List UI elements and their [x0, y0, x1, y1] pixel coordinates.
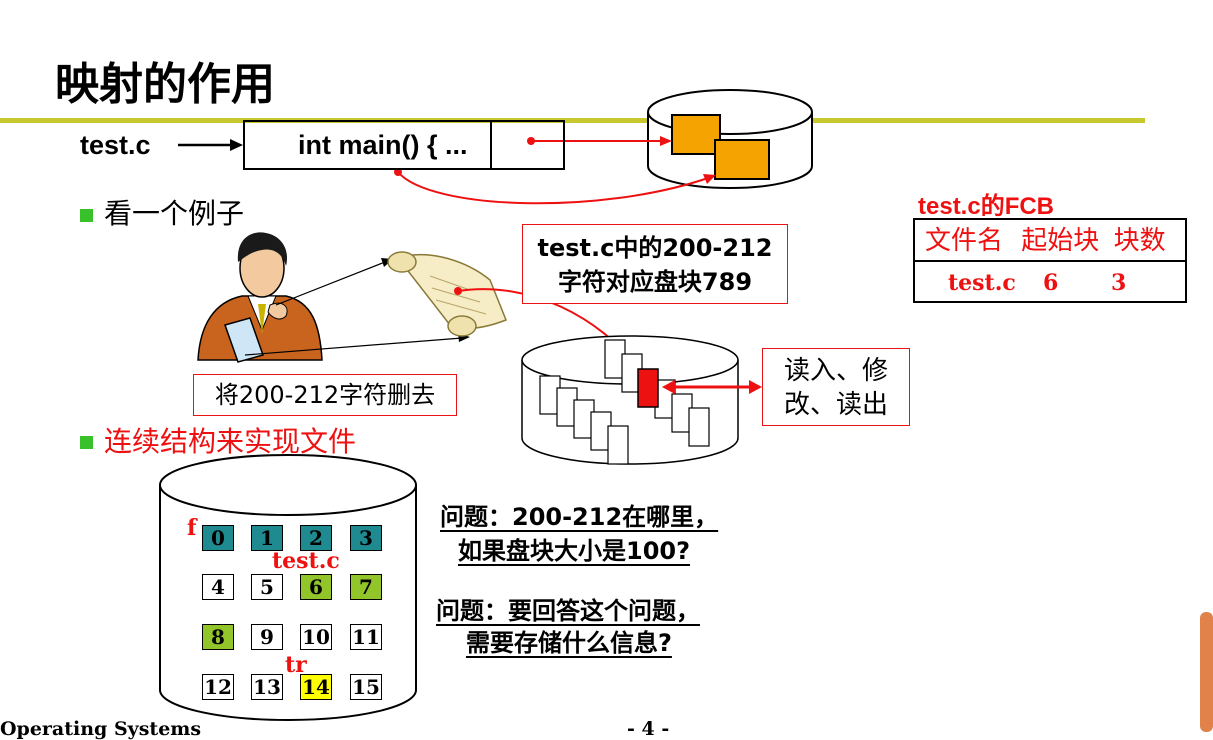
note-line-2: 字符对应盘块789: [557, 268, 753, 296]
orange-block-1: [671, 114, 721, 155]
bullet-text-example: 看一个例子: [104, 197, 245, 230]
disk-block: 14: [300, 674, 332, 700]
bullet-square: [80, 209, 93, 222]
disk-block: 15: [350, 674, 382, 700]
mapping-note-box: test.c中的200-212 字符对应盘块789: [522, 224, 788, 304]
question-2-line-1: 问题：要回答这个问题，: [436, 597, 700, 625]
disk-block: 1: [251, 525, 283, 551]
orange-block-2: [714, 139, 770, 180]
fcb-title: test.c的FCB: [918, 193, 1055, 220]
title-rule: [0, 118, 1145, 123]
slide-title: 映射的作用: [55, 59, 275, 110]
question-1-line-1: 问题：200-212在哪里，: [440, 503, 719, 531]
scroll-icon: [387, 251, 507, 337]
test-file-label: test.c: [272, 548, 340, 574]
fcb-cell-name: test.c: [948, 270, 1016, 296]
delete-chars-box: 将200-212字符删去: [193, 374, 457, 416]
note-line-1: test.c中的200-212: [537, 234, 773, 262]
disk-block: 4: [202, 574, 234, 600]
disk-block: 2: [300, 525, 332, 551]
fcb-header-count: 块数: [1113, 226, 1166, 256]
disk-block: 13: [251, 674, 283, 700]
disk-block: 3: [350, 525, 382, 551]
disk-block: 10: [300, 624, 332, 650]
corner-decoration: [1200, 612, 1213, 732]
code-text: int main() { ...: [298, 130, 468, 160]
file-start-marker: f: [187, 515, 197, 541]
disk-block: 0: [202, 525, 234, 551]
disk-block: 7: [350, 574, 382, 600]
disk-block: 12: [202, 674, 234, 700]
fcb-header-name: 文件名: [925, 226, 1004, 256]
disk-block: 8: [202, 624, 234, 650]
tr-marker: tr: [285, 652, 307, 678]
fcb-cell-count: 3: [1111, 270, 1127, 296]
footer-course-name: Operating Systems: [0, 718, 202, 740]
question-1-line-2: 如果盘块大小是100?: [458, 537, 691, 565]
bullet-text-contiguous: 连续结构来实现文件: [104, 425, 357, 458]
disk-block: 6: [300, 574, 332, 600]
question-2-line-2: 需要存储什么信息?: [466, 629, 672, 657]
fcb-cell-start: 6: [1043, 270, 1059, 296]
code-box: [243, 120, 565, 170]
read-write-box: 读入、修 改、读出: [762, 348, 910, 426]
fcb-table: 文件名 起始块 块数 test.c 6 3: [913, 218, 1187, 303]
file-name-label: test.c: [80, 130, 151, 160]
fcb-header-start: 起始块: [1021, 226, 1100, 256]
disk-block: 11: [350, 624, 382, 650]
highlighted-block: [637, 368, 659, 408]
fcb-header-row: 文件名 起始块 块数: [915, 220, 1185, 262]
footer-page-number: - 4 -: [627, 718, 670, 740]
fcb-data-row: test.c 6 3: [915, 264, 1185, 302]
disk-block: 9: [251, 624, 283, 650]
rw-line-2: 改、读出: [783, 390, 888, 420]
person-reading-icon: [197, 232, 323, 363]
bullet-square: [80, 436, 93, 449]
disk-block: 5: [251, 574, 283, 600]
rw-line-1: 读入、修: [783, 356, 888, 386]
